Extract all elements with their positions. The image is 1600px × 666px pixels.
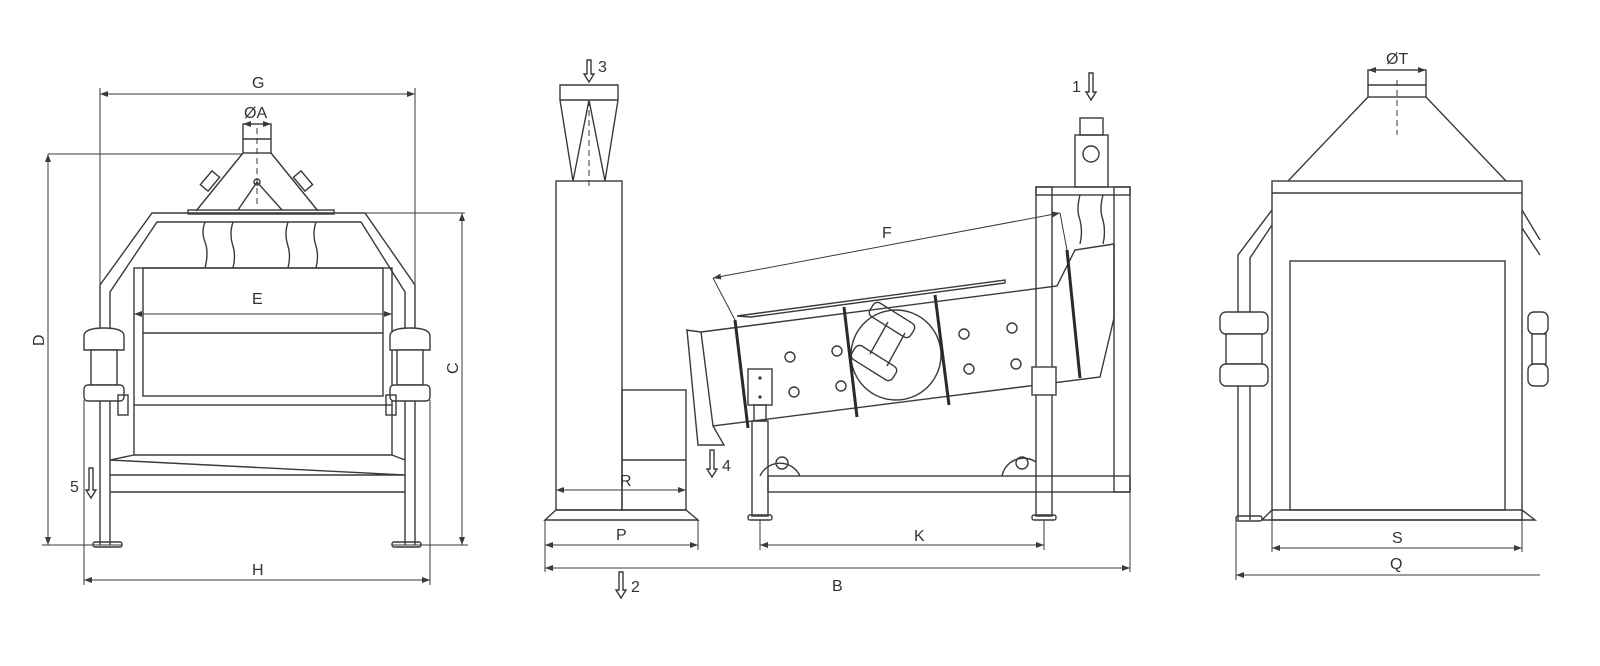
bolt-holes <box>784 322 1022 398</box>
arrow-down-icon <box>1084 72 1098 102</box>
fan-box <box>621 389 687 511</box>
arrow-down-icon <box>705 449 719 479</box>
arrow-down-icon <box>582 59 596 84</box>
clamp-band <box>933 294 951 406</box>
access-door <box>1289 260 1506 511</box>
screen-box <box>133 267 393 406</box>
dim-label-f: F <box>882 225 892 242</box>
dim-label-e: E <box>252 291 263 308</box>
dim-label-b: B <box>832 578 843 595</box>
clamp-band <box>1065 249 1082 379</box>
dim-label-g: G <box>252 75 264 92</box>
motor-right <box>1527 311 1549 387</box>
dim-label-q: Q <box>1390 556 1402 573</box>
dim-label-t: ØT <box>1386 51 1408 68</box>
cabinet <box>1271 180 1523 521</box>
arrow-down-icon <box>614 571 628 600</box>
frame-inner <box>109 221 406 545</box>
motor-left <box>83 327 129 416</box>
hood <box>1287 96 1507 182</box>
front-view: G ØA E <box>31 75 468 585</box>
side-view: 3 R P B 2 4 <box>543 59 1131 600</box>
flow-label-3: 3 <box>598 59 607 76</box>
frame-bottom-bar <box>767 475 1131 493</box>
dim-label-h: H <box>252 562 264 579</box>
dim-label-s: S <box>1392 530 1403 547</box>
motor-right <box>385 327 431 416</box>
support-leg <box>751 420 769 517</box>
clamp-band <box>733 319 750 429</box>
motor-left <box>1219 311 1269 387</box>
base-plate <box>543 509 700 521</box>
arrow-down-icon <box>84 467 98 500</box>
clamp-band <box>842 306 859 418</box>
inspection-port <box>850 309 942 401</box>
vibration-motor <box>747 368 773 406</box>
flow-label-5: 5 <box>70 479 79 496</box>
inlet-pipe <box>1074 134 1109 188</box>
mount-bracket <box>1031 366 1057 396</box>
frame-post <box>1035 186 1053 517</box>
inlet-hood <box>195 152 319 212</box>
frame-outer <box>99 212 416 545</box>
dim-label-d: D <box>31 334 48 346</box>
flexible-sleeves <box>202 221 319 269</box>
dust-column <box>555 180 623 511</box>
flow-label-1: 1 <box>1072 79 1081 96</box>
flow-label-4: 4 <box>722 458 731 475</box>
frame-post <box>1113 186 1131 493</box>
dim-label-p: P <box>616 527 627 544</box>
dim-label-a: ØA <box>244 105 267 122</box>
discharge-chute <box>686 329 726 446</box>
dim-label-r: R <box>620 473 632 490</box>
dim-label-k: K <box>914 528 925 545</box>
flow-label-2: 2 <box>631 579 640 596</box>
rear-view: ØT S Q <box>1219 51 1549 580</box>
cyclone-hopper <box>559 84 619 182</box>
dim-label-c: C <box>445 362 462 374</box>
outlet-pipe <box>1367 69 1427 98</box>
